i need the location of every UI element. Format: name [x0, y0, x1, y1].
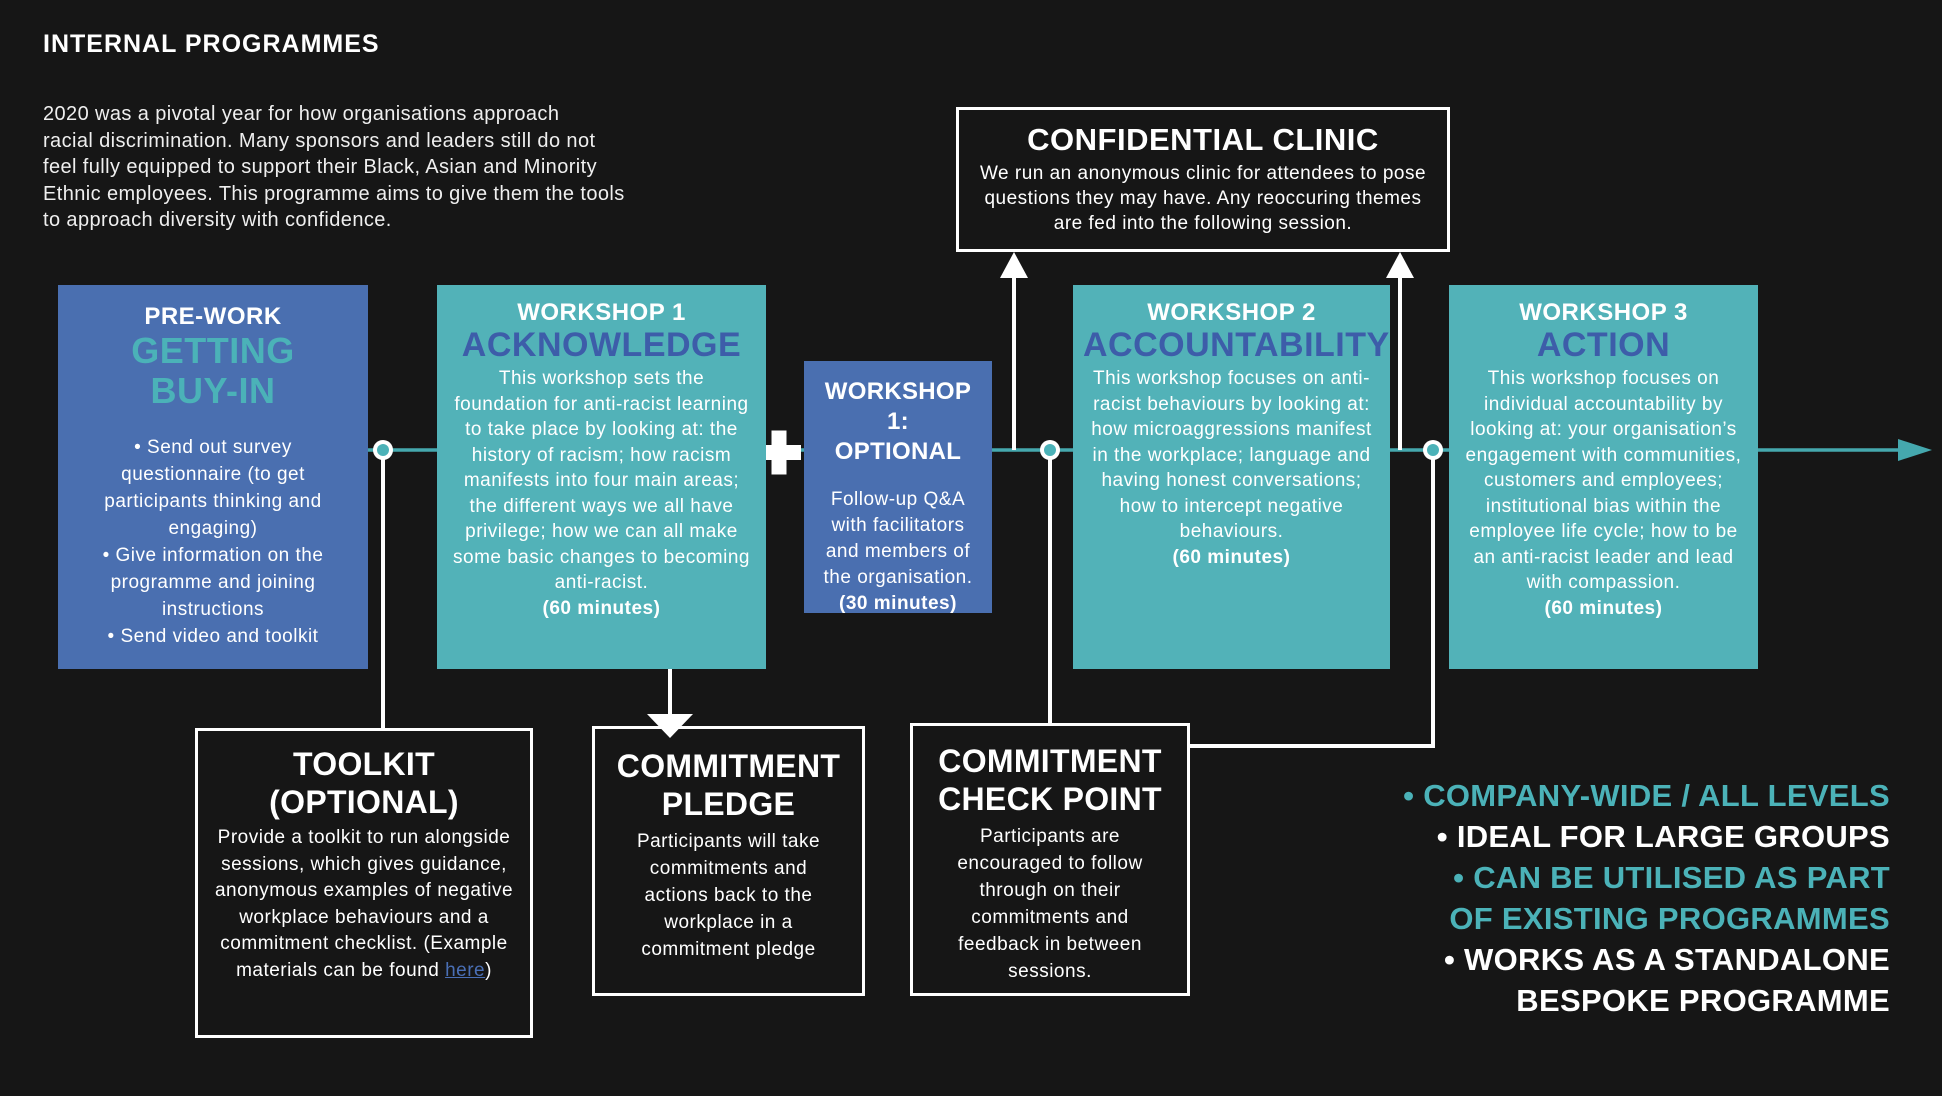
page-title: INTERNAL PROGRAMMES [43, 30, 380, 58]
commitment-pledge-box: COMMITMENT PLEDGE Participants will take… [592, 726, 865, 996]
clinic-title: CONFIDENTIAL CLINIC [1027, 122, 1379, 157]
toolkit-body: Provide a toolkit to run alongside sessi… [206, 825, 522, 984]
workshop1-title: ACKNOWLEDGE [461, 326, 742, 364]
workshop2-duration: (60 minutes) [1172, 546, 1291, 568]
features-list: • COMPANY-WIDE / ALL LEVELS • IDEAL FOR … [1403, 775, 1890, 1021]
workshop3-kicker: WORKSHOP 3 [1519, 299, 1688, 326]
confidential-clinic-box: CONFIDENTIAL CLINIC We run an anonymous … [956, 107, 1450, 252]
checkpoint-title: COMMITMENT CHECK POINT [921, 742, 1179, 818]
checkpoint-body: Participants are encouraged to follow th… [957, 826, 1143, 982]
toolkit-title-line: TOOLKIT [293, 746, 435, 782]
prework-bullet-list: • Send out survey questionnaire (to get … [72, 434, 354, 650]
intro-line: racial discrimination. Many sponsors and… [43, 129, 596, 152]
workshop3-box: WORKSHOP 3 ACTION This workshop focuses … [1449, 285, 1758, 669]
workshop1-body: This workshop sets the foundation for an… [451, 366, 753, 622]
workshop3-description: This workshop focuses on individual acco… [1465, 368, 1742, 594]
prework-kicker: PRE-WORK [144, 303, 282, 330]
workshop1-optional-box: WORKSHOP 1: OPTIONAL Follow-up Q&A with … [804, 361, 992, 614]
feature-line: OF EXISTING PROGRAMMES [1449, 901, 1890, 936]
bullet-item: • Send video and toolkit [107, 626, 319, 648]
intro-paragraph: 2020 was a pivotal year for how organisa… [43, 101, 625, 234]
pledge-title-line: PLEDGE [661, 786, 796, 822]
commitment-checkpoint-box: COMMITMENT CHECK POINT Participants are … [910, 723, 1190, 996]
feedback-loop-line [1190, 452, 1435, 748]
intro-line: feel fully equipped to support their Bla… [43, 156, 597, 178]
feature-line: • COMPANY-WIDE / ALL LEVELS [1403, 778, 1890, 813]
workshop1-description: This workshop sets the foundation for an… [453, 368, 750, 594]
optional-title-line: WORKSHOP 1: [824, 378, 972, 435]
workshop1-box: WORKSHOP 1 ACKNOWLEDGE This workshop set… [437, 285, 766, 669]
workshop1-duration: (60 minutes) [542, 597, 661, 619]
feature-line: • CAN BE UTILISED AS PART [1453, 860, 1890, 895]
toolkit-description: Provide a toolkit to run alongside sessi… [214, 827, 514, 981]
intro-line: Ethnic employees. This programme aims to… [43, 182, 625, 205]
optional-description: Follow-up Q&A with facilitators and memb… [823, 489, 973, 588]
pledge-body: Participants will take commitments and a… [636, 831, 821, 960]
workshop2-description: This workshop focuses on anti-racist beh… [1091, 368, 1372, 543]
workshop2-title: ACCOUNTABILITY [1083, 326, 1390, 364]
workshop2-body: This workshop focuses on anti-racist beh… [1083, 366, 1380, 571]
workshop3-duration: (60 minutes) [1544, 597, 1663, 619]
connector-node-icon [373, 440, 393, 460]
toolkit-description-end: ) [485, 959, 492, 981]
arrow-up-icon [1386, 252, 1414, 278]
bullet-item: • Give information on the programme and … [102, 545, 324, 621]
toolkit-title: TOOLKIT (OPTIONAL) [206, 745, 522, 821]
workshop3-body: This workshop focuses on individual acco… [1457, 366, 1750, 622]
connector-node-icon [1040, 440, 1060, 460]
feature-line: • IDEAL FOR LARGE GROUPS [1436, 819, 1890, 854]
plus-icon [757, 430, 801, 475]
intro-line: to approach diversity with confidence. [43, 209, 392, 231]
toolkit-title-line: (OPTIONAL) [269, 784, 459, 820]
connector-node-icon [1423, 440, 1443, 460]
checkpoint-title-line: CHECK POINT [938, 781, 1162, 817]
checkpoint-title-line: COMMITMENT [938, 743, 1162, 779]
feature-line: BESPOKE PROGRAMME [1516, 983, 1890, 1018]
toolkit-box: TOOLKIT (OPTIONAL) Provide a toolkit to … [195, 728, 533, 1038]
optional-duration: (30 minutes) [839, 593, 957, 614]
workshop2-kicker: WORKSHOP 2 [1147, 299, 1316, 326]
prework-title-line: GETTING [131, 330, 295, 371]
optional-title: WORKSHOP 1: OPTIONAL [812, 377, 984, 467]
toolkit-here-link[interactable]: here [445, 959, 486, 981]
workshop3-title: ACTION [1536, 326, 1671, 364]
pledge-title-line: COMMITMENT [616, 748, 841, 784]
feature-line: • WORKS AS A STANDALONE [1443, 942, 1890, 977]
clinic-body: We run an anonymous clinic for attendees… [979, 163, 1427, 234]
prework-box: PRE-WORK GETTING BUY-IN • Send out surve… [58, 285, 368, 669]
page-header: INTERNAL PROGRAMMES 2020 was a pivotal y… [43, 30, 625, 234]
intro-line: 2020 was a pivotal year for how organisa… [43, 103, 560, 125]
arrow-up-icon [1000, 252, 1028, 278]
bullet-item: • Send out survey questionnaire (to get … [104, 437, 322, 540]
optional-body: Follow-up Q&A with facilitators and memb… [812, 487, 984, 617]
arrow-right-icon [1898, 439, 1932, 461]
pledge-title: COMMITMENT PLEDGE [603, 747, 854, 823]
prework-title-line: BUY-IN [150, 369, 276, 411]
workshop2-box: WORKSHOP 2 ACCOUNTABILITY This workshop … [1073, 285, 1390, 669]
optional-title-line: OPTIONAL [834, 438, 962, 465]
prework-title: GETTING BUY-IN [72, 331, 354, 410]
workshop1-kicker: WORKSHOP 1 [517, 299, 686, 326]
